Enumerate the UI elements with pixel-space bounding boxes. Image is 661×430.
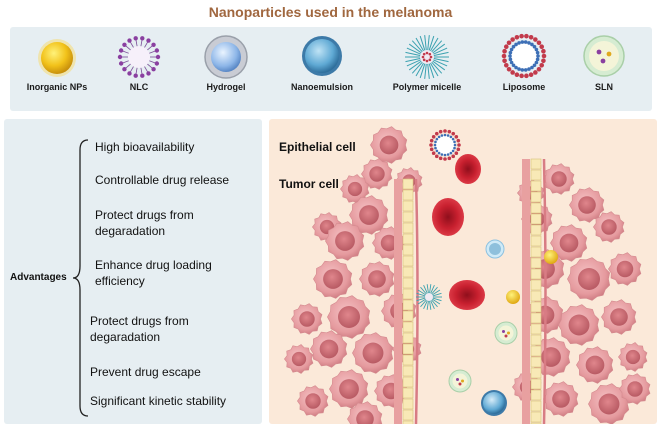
polymer-micelle-icon — [405, 35, 449, 79]
liposome-icon — [501, 33, 547, 79]
np-label-nanoemulsion: Nanoemulsion — [290, 82, 353, 92]
figure-title: Nanoparticles used in the melanoma — [208, 4, 453, 20]
advantages-panel — [4, 119, 262, 424]
advantage-item-4: Enhance drug loading efficiency — [95, 258, 212, 288]
hydrogel-icon — [204, 35, 248, 79]
advantage-item-1: High bioavailability — [95, 140, 195, 154]
nlc-icon — [117, 36, 161, 78]
advantage-item-3: Protect drugs from degaradation — [95, 208, 194, 238]
blood-vessel-contents — [416, 129, 558, 416]
advantage-item-7: Significant kinetic stability — [90, 394, 227, 408]
advantage-item-2: Controllable drug release — [95, 173, 230, 187]
np-label-sln: SLN — [595, 82, 613, 92]
np-label-inorganic: Inorganic NPs — [26, 82, 88, 92]
np-label-liposome: Liposome — [502, 82, 546, 92]
vessel-walls — [394, 158, 547, 424]
np-label-nlc: NLC — [129, 82, 149, 92]
inorganic-np-icon — [38, 39, 76, 77]
advantage-item-5: Protect drugs from degaradation — [90, 314, 189, 344]
advantages-title: Advantages — [10, 272, 67, 283]
tumor-tissue-panel: Epithelial cell Tumor cell — [269, 119, 657, 424]
nanoparticle-panel: Inorganic NPs NLC Hydrogel Nanoemulsion — [10, 27, 652, 111]
np-label-hydrogel: Hydrogel — [206, 82, 246, 92]
tumor-cell-label: Tumor cell — [279, 177, 339, 191]
np-label-polymer-micelle: Polymer micelle — [392, 82, 462, 92]
epithelial-cell-label: Epithelial cell — [279, 140, 356, 154]
advantage-item-6: Prevent drug escape — [90, 365, 201, 379]
tissue-illustration — [284, 126, 651, 424]
nanoemulsion-icon — [302, 36, 342, 76]
brace-bracket — [72, 139, 89, 417]
sln-icon — [583, 35, 625, 77]
